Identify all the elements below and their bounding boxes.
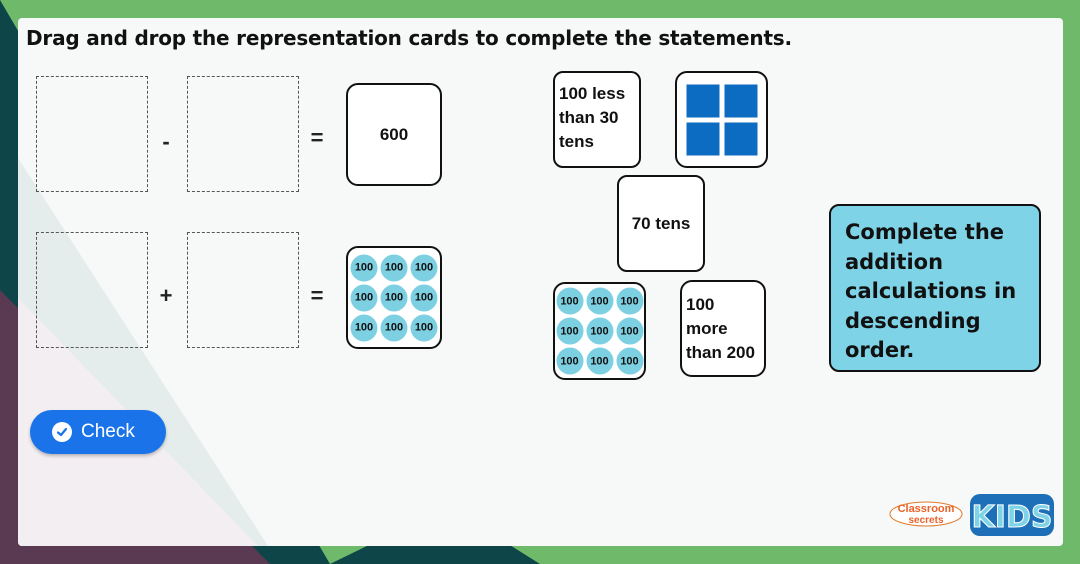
check-button-label: Check (81, 421, 135, 442)
instruction-line: calculations in (845, 279, 1017, 303)
equals-sign: = (310, 125, 324, 150)
hundred-counter: 100 (616, 347, 643, 375)
hundred-counter: 100 (380, 254, 408, 281)
instruction-line: descending (845, 308, 981, 333)
hundred-blocks (682, 80, 761, 159)
plus-sign: + (159, 283, 173, 308)
activity-panel: Drag and drop the representation cards t… (18, 18, 1063, 546)
drop-zone-2b[interactable] (187, 232, 299, 348)
hundred-counter: 100 (586, 347, 613, 375)
drop-zone-1b[interactable] (187, 76, 299, 192)
hundred-counter: 100 (410, 314, 438, 341)
card-line: more (686, 319, 728, 338)
card-line: than 200 (686, 343, 755, 362)
hundred-counter: 100 (586, 317, 613, 345)
hundred-counter: 100 (410, 284, 438, 311)
instruction-line: Complete the (845, 220, 1005, 244)
hundred-counter: 100 (350, 254, 378, 281)
answer-card-counters: 100 100 100 100 100 100 100 100 100 (346, 246, 442, 349)
hundred-block-icon (686, 122, 719, 155)
drag-card-100-more-than-200[interactable]: 100 more than 200 (680, 280, 766, 377)
drag-card-counters[interactable]: 100 100 100 100 100 100 100 100 100 (553, 282, 646, 380)
hundred-counter: 100 (556, 347, 583, 375)
hundred-counter: 100 (350, 314, 378, 341)
card-line: 100 (686, 295, 715, 314)
hundred-counter: 100 (350, 284, 378, 311)
hundred-counter: 100 (616, 317, 643, 345)
instruction-title: Drag and drop the representation cards t… (26, 26, 792, 50)
hundred-block-icon (724, 122, 757, 155)
drop-zone-1a[interactable] (36, 76, 148, 192)
check-circle-icon (52, 422, 72, 442)
hundred-counter: 100 (616, 287, 643, 315)
counter-grid: 100 100 100 100 100 100 100 100 100 (556, 287, 643, 375)
check-button[interactable]: Check (30, 410, 166, 454)
card-line: 100 less (559, 84, 626, 103)
drag-card-100-less-than-30-tens[interactable]: 100 less than 30 tens (553, 71, 641, 168)
hundred-counter: 100 (380, 284, 408, 311)
minus-sign: - (162, 129, 170, 154)
counter-grid: 100 100 100 100 100 100 100 100 100 (350, 254, 438, 341)
hundred-counter: 100 (410, 254, 438, 281)
answer-card-600: 600 (346, 83, 442, 186)
answer-card-text: 600 (379, 124, 409, 144)
drag-card-place-value-blocks[interactable] (675, 71, 768, 168)
logo-text-bottom: secrets (908, 515, 943, 526)
drag-card-70-tens[interactable]: 70 tens (617, 175, 705, 272)
hundred-counter: 100 (586, 287, 613, 315)
logo-kids-text: KIDS (972, 500, 1053, 535)
hundred-block-icon (724, 84, 757, 117)
instruction-box: Complete the addition calculations in de… (829, 204, 1041, 372)
card-text: 70 tens (631, 213, 691, 233)
hundred-counter: 100 (556, 287, 583, 315)
card-line: tens (559, 132, 594, 151)
instruction-line: order. (845, 338, 915, 362)
hundred-counter: 100 (556, 317, 583, 345)
card-line: than 30 (559, 108, 619, 127)
classroom-secrets-kids-logo: Classroom secrets KIDS (889, 494, 1054, 536)
hundred-block-icon (686, 84, 719, 117)
hundred-counter: 100 (380, 314, 408, 341)
equals-sign-2: = (310, 283, 324, 308)
drop-zone-2a[interactable] (36, 232, 148, 348)
logo-text-top: Classroom (898, 503, 955, 515)
instruction-line: addition (845, 249, 944, 274)
